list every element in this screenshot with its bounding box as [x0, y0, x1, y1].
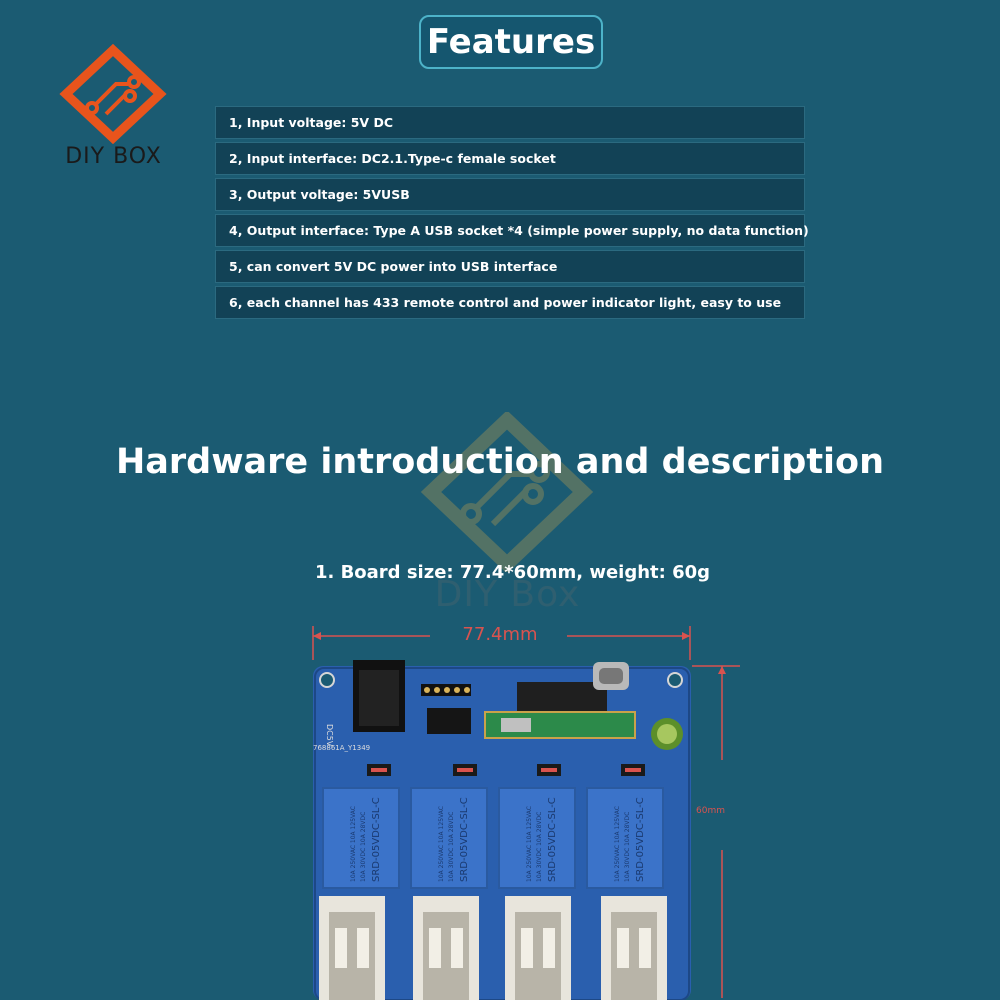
feature-item: 4, Output interface: Type A USB socket *… — [215, 214, 809, 247]
relay-model-text: SRD-05VDC-SL-C — [459, 797, 470, 882]
model-label: 768861A_Y1349 — [313, 744, 370, 752]
relay-board-image: DC5V 768861A_Y1349 — [313, 660, 691, 1000]
height-dimension-label: 60mm — [696, 806, 725, 816]
relay-rating-text: 10A 250VAC 10A 125VAC — [438, 806, 445, 882]
relay-rating-text: 10A 30VDC 10A 28VDC — [536, 812, 543, 882]
width-dimension-label: 77.4mm — [462, 624, 538, 645]
relay-model-text: SRD-05VDC-SL-C — [547, 797, 558, 882]
circuit-logo-icon — [59, 43, 167, 145]
board-size-text: 1. Board size: 77.4*60mm, weight: 60g — [314, 562, 711, 583]
logo-text: DIY BOX — [65, 144, 162, 169]
diy-box-logo: DIY BOX — [56, 43, 171, 179]
relay — [586, 787, 664, 889]
relay-rating-text: 10A 250VAC 10A 125VAC — [614, 806, 621, 882]
watermark-text: DIY Box — [434, 574, 581, 615]
height-dimension-line — [692, 665, 740, 998]
features-title: Features — [419, 15, 603, 69]
feature-item: 2, Input interface: DC2.1.Type-c female … — [215, 142, 805, 175]
hardware-title: Hardware introduction and description — [115, 442, 885, 482]
relay-rating-text: 10A 30VDC 10A 28VDC — [624, 812, 631, 882]
feature-item: 1, Input voltage: 5V DC — [215, 106, 805, 139]
relay-model-text: SRD-05VDC-SL-C — [635, 797, 646, 882]
width-dimension-line — [312, 626, 691, 660]
mount-hole — [319, 672, 335, 688]
mount-hole — [667, 672, 683, 688]
dc-label: DC5V — [325, 724, 334, 747]
feature-item: 6, each channel has 433 remote control a… — [215, 286, 805, 319]
relay — [498, 787, 576, 889]
relay — [322, 787, 400, 889]
feature-item: 3, Output voltage: 5VUSB — [215, 178, 805, 211]
features-list: 1, Input voltage: 5V DC 2, Input interfa… — [215, 106, 809, 322]
relay-rating-text: 10A 30VDC 10A 28VDC — [448, 812, 455, 882]
relay-group — [322, 787, 664, 889]
relay-rating-text: 10A 250VAC 10A 125VAC — [526, 806, 533, 882]
relay-rating-text: 10A 250VAC 10A 125VAC — [350, 806, 357, 882]
feature-item: 5, can convert 5V DC power into USB inte… — [215, 250, 805, 283]
relay-rating-text: 10A 30VDC 10A 28VDC — [360, 812, 367, 882]
relay — [410, 787, 488, 889]
watermark: DIY Box — [415, 410, 600, 622]
relay-model-text: SRD-05VDC-SL-C — [371, 797, 382, 882]
watermark-logo-icon — [420, 410, 594, 574]
